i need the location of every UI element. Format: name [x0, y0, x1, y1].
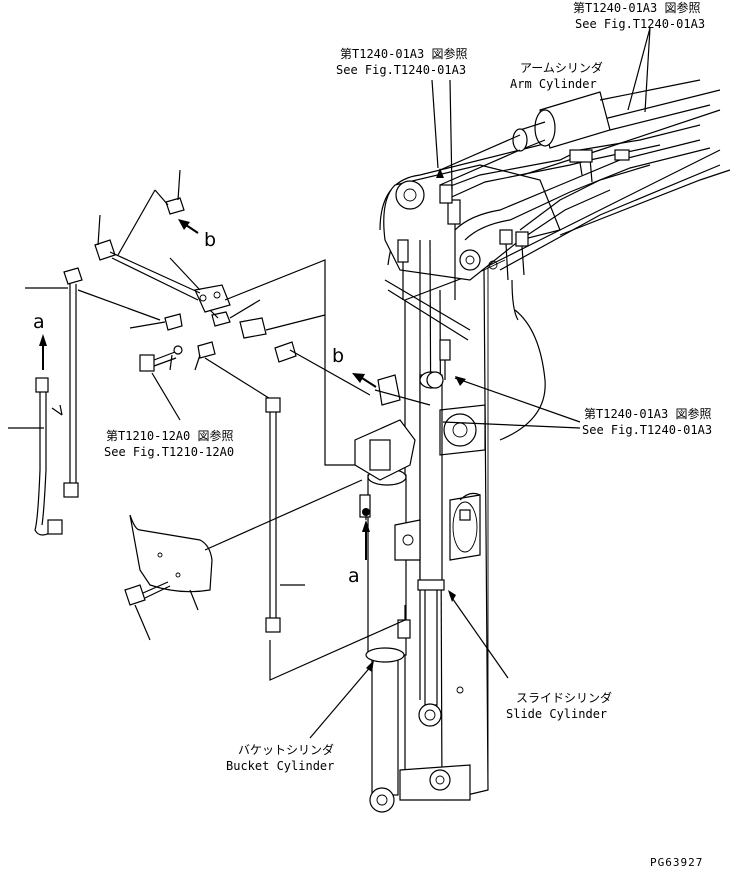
bucket-cylinder-en-label: Bucket Cylinder [226, 759, 334, 773]
marker-arrows [39, 219, 377, 560]
callout-leaders [309, 27, 651, 739]
drawing-code: PG63927 [650, 856, 703, 869]
ref-left-en: See Fig.T1210-12A0 [104, 445, 234, 459]
ref-left-jp: 第T1210-12A0 図参照 [106, 428, 233, 443]
ref-mid-right-jp: 第T1240-01A3 図参照 [584, 406, 711, 421]
ref-top-right-jp: 第T1240-01A3 図参照 [573, 0, 700, 15]
slide-cylinder-jp-label: スライドシリンダ [516, 690, 612, 705]
slide-cylinder [417, 371, 445, 727]
bucket-cylinder [359, 468, 411, 813]
slide-cylinder-en-label: Slide Cylinder [506, 707, 607, 721]
marker-a-left: a [33, 311, 45, 333]
arm-cylinder [439, 79, 711, 186]
arm-cylinder-en-label: Arm Cylinder [510, 77, 597, 91]
ref-top-right-en: See Fig.T1240-01A3 [575, 17, 705, 31]
marker-b-mid: b [332, 345, 344, 367]
exploded-parts [8, 169, 371, 641]
arm-cylinder-jp-label: アームシリンダ [520, 60, 603, 75]
marker-b-top: b [204, 229, 216, 251]
ref-mid-right-en: See Fig.T1240-01A3 [582, 423, 712, 437]
assembly-lines [204, 259, 406, 681]
bucket-cylinder-jp-label: バケットシリンダ [238, 742, 334, 757]
ref-top-mid-en: See Fig.T1240-01A3 [336, 63, 466, 77]
ref-top-mid-jp: 第T1240-01A3 図参照 [340, 46, 467, 61]
marker-a-mid: a [348, 565, 360, 587]
